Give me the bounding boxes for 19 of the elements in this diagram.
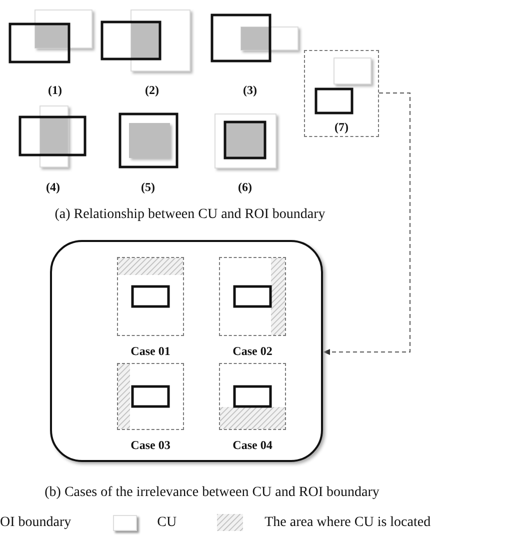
item-number: (2) — [145, 83, 159, 97]
case-label: Case 04 — [232, 438, 272, 452]
legend-label: The area where CU is located — [264, 514, 431, 532]
item-number: (3) — [243, 83, 257, 97]
item-number: (4) — [46, 180, 60, 194]
item-number: (7) — [334, 120, 348, 134]
item-number: (6) — [238, 180, 252, 194]
dashed-box — [304, 50, 379, 137]
case-label: Case 02 — [232, 344, 272, 358]
legend-label: CU — [157, 514, 177, 532]
case-label: Case 01 — [130, 344, 170, 358]
rounded-panel — [50, 240, 323, 462]
case-label: Case 03 — [130, 438, 170, 452]
item-number: (1) — [48, 83, 62, 97]
item-number: (5) — [141, 180, 155, 194]
caption: (b) Cases of the irrelevance between CU and ROI boundary — [44, 485, 380, 500]
caption: (a) Relationship between CU and ROI boundary — [54, 207, 326, 222]
legend-label: OI boundary — [0, 514, 72, 532]
dashed-arrow — [322, 92, 410, 355]
